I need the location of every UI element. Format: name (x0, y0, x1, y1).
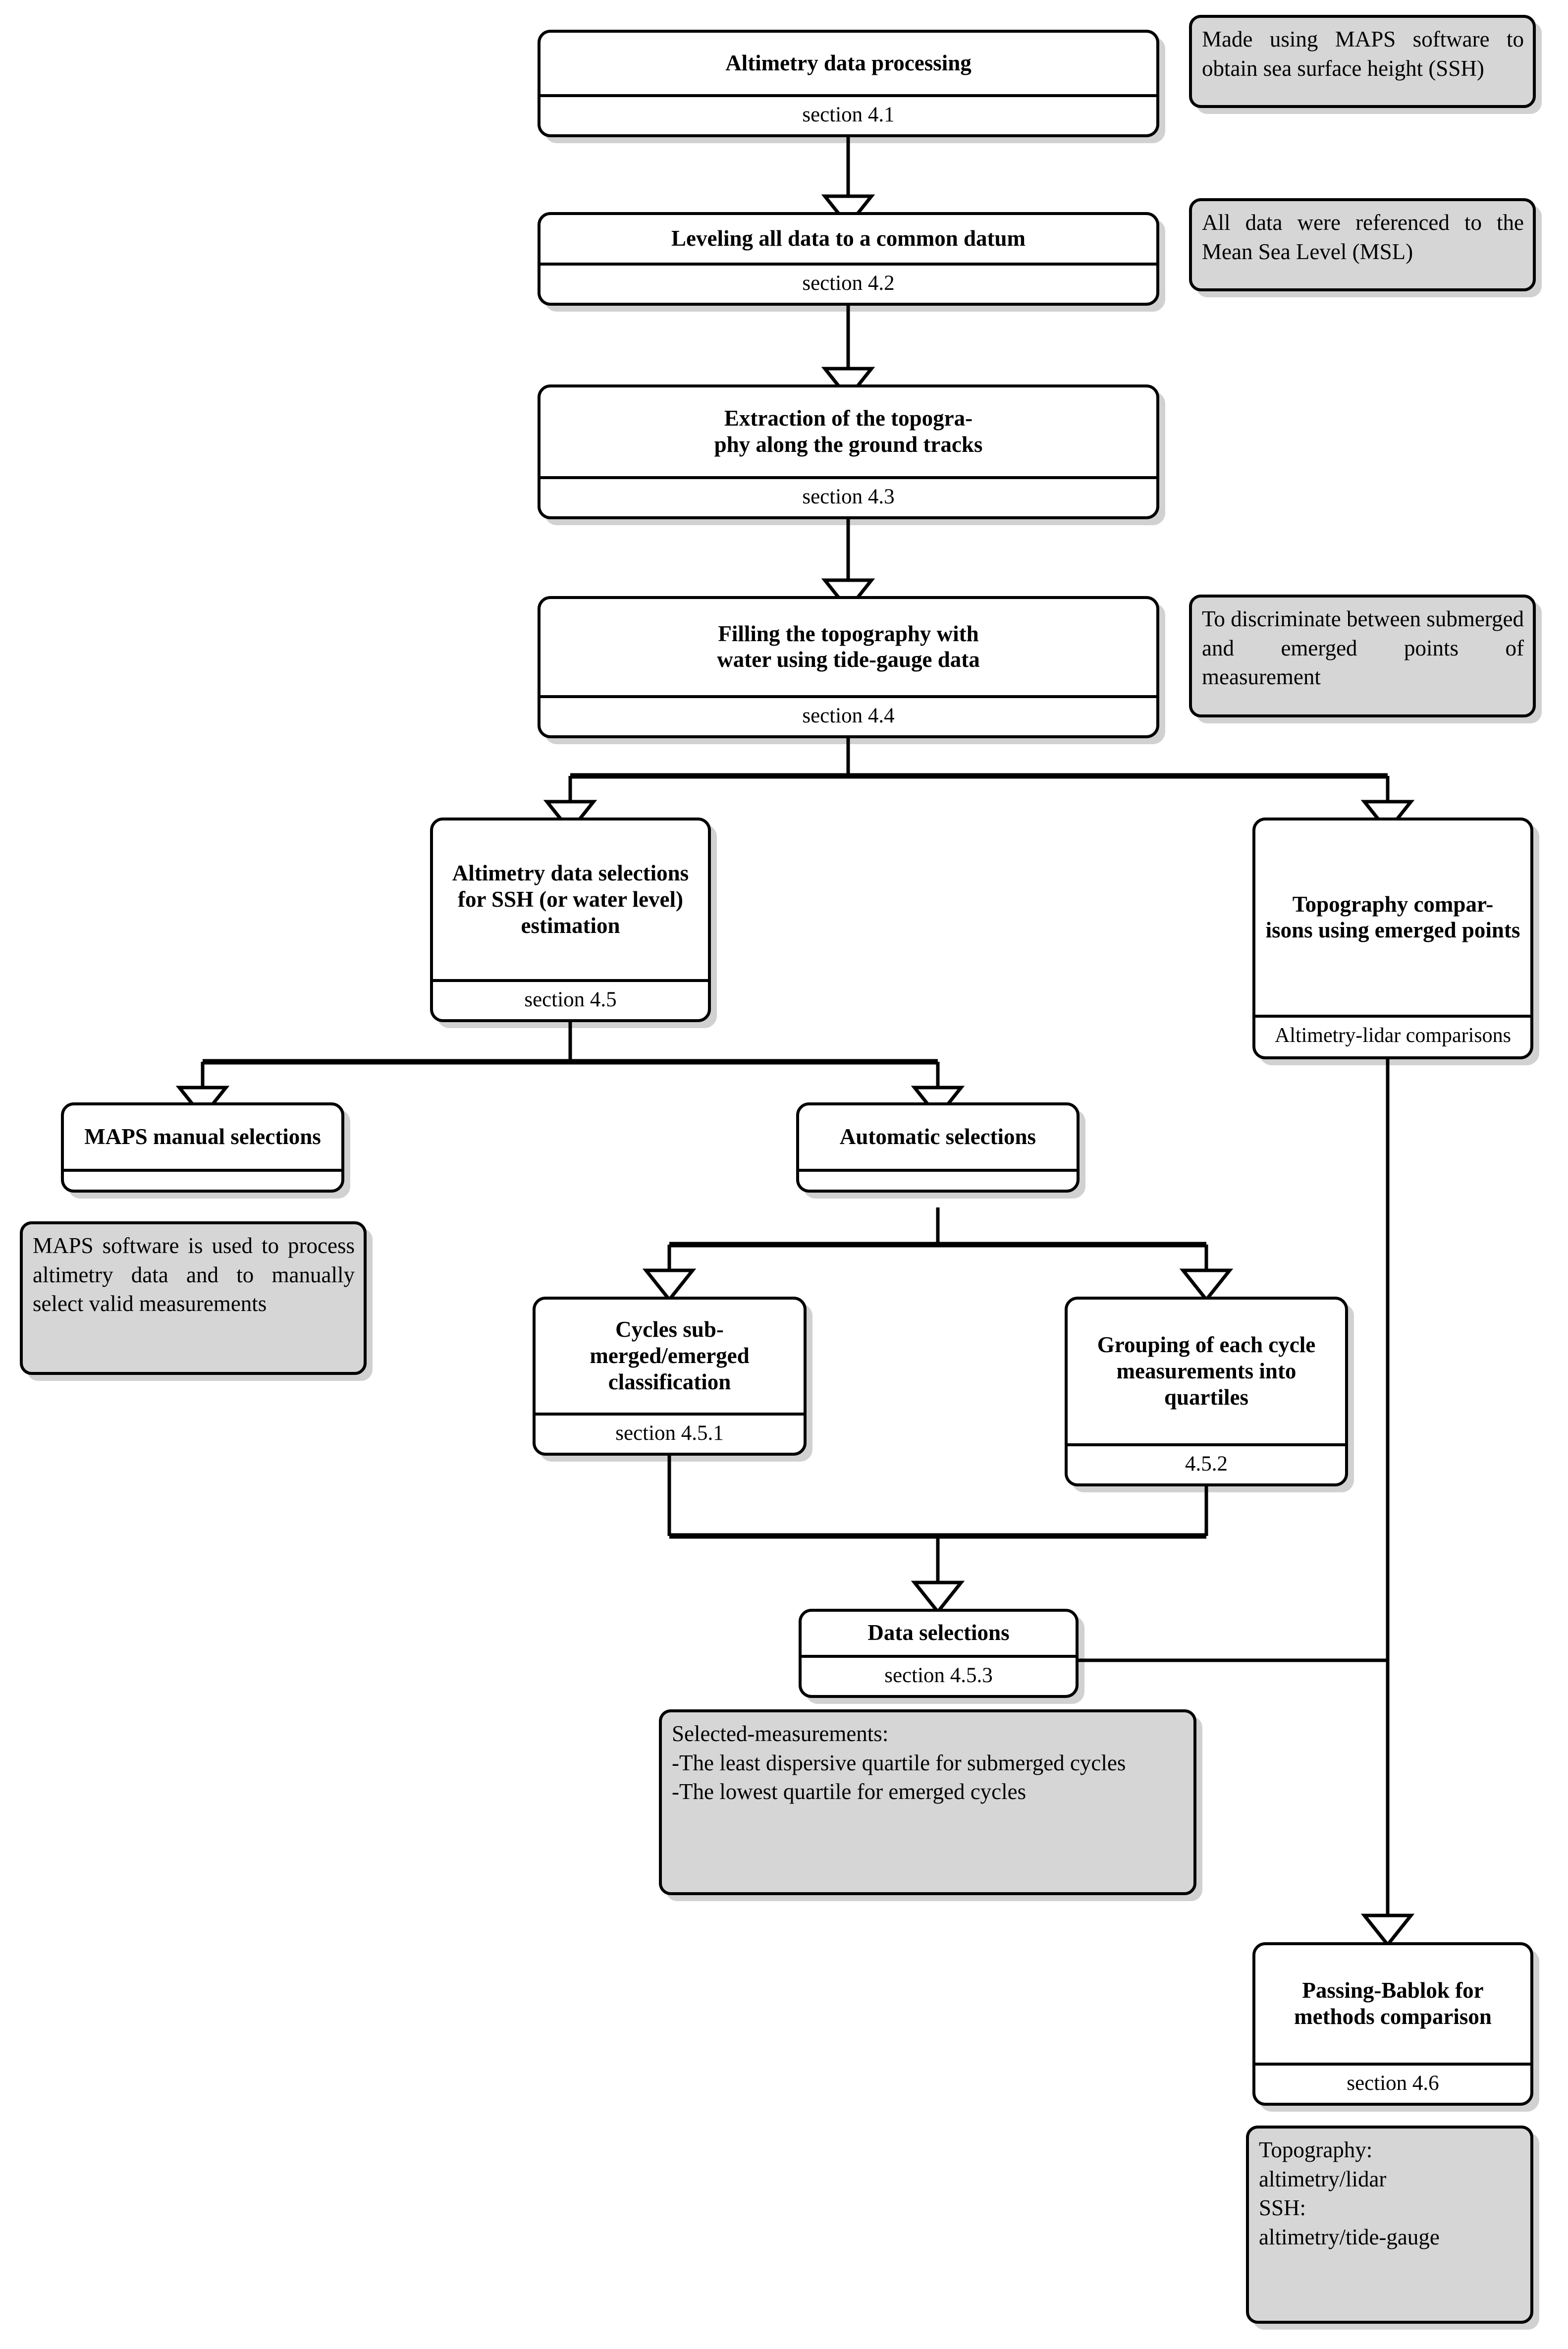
node-title: Altimetry data selections for SSH (or wa… (452, 861, 689, 938)
node-section: section 4.1 (802, 103, 895, 127)
note-line: Topography: (1259, 2137, 1373, 2162)
note-line: -The lowest quartile for emerged cycles (672, 1779, 1027, 1804)
node-divider (802, 1655, 1076, 1658)
node-title: Extraction of the topogra- phy along the… (714, 406, 983, 457)
node-section (799, 1172, 1077, 1190)
node-extraction-topography[interactable]: Extraction of the topogra- phy along the… (538, 384, 1159, 519)
note-line: altimetry/tide-gauge (1259, 2224, 1440, 2249)
node-title: Filling the topography with water using … (717, 621, 980, 672)
note-maps-software-ssh: Made using MAPS software to obtain sea s… (1189, 15, 1536, 108)
node-title: Topography compar- isons using emerged p… (1265, 891, 1520, 943)
node-divider (433, 979, 708, 983)
node-title: MAPS manual selections (84, 1124, 321, 1149)
node-divider (541, 94, 1156, 98)
note-maps-software-manual-select: MAPS software is used to process altimet… (20, 1221, 367, 1375)
node-cycles-classification[interactable]: Cycles sub- merged/emerged classificatio… (533, 1297, 807, 1456)
node-divider (64, 1169, 341, 1172)
note-msl-reference: All data were refer­enced to the Mean Se… (1189, 198, 1536, 291)
node-title: Leveling all data to a common datum (671, 225, 1026, 251)
node-section: section 4.5 (524, 988, 617, 1012)
note-line: SSH: (1259, 2195, 1306, 2220)
node-divider (1255, 1015, 1530, 1018)
node-data-selections[interactable]: Data selections section 4.5.3 (799, 1609, 1079, 1698)
note-selected-measurements: Selected-measurements: -The least disper… (659, 1709, 1196, 1895)
node-title: Data selections (867, 1620, 1010, 1645)
node-filling-topography-water[interactable]: Filling the topography with water using … (538, 596, 1159, 738)
note-line: Selected-measurements: (672, 1721, 889, 1746)
node-title: Passing-Bablok for methods comparison (1294, 1978, 1492, 2029)
node-title: Altimetry data processing (725, 50, 972, 75)
note-discriminate-submerged-emerged: To discriminate be­tween submerged and e… (1189, 595, 1536, 717)
note-line: altimetry/lidar (1259, 2166, 1387, 2191)
node-title: Grouping of each cycle measurements into… (1097, 1332, 1316, 1410)
node-section: section 4.4 (802, 704, 895, 728)
node-title: Cycles sub- merged/emerged classificatio… (590, 1317, 750, 1394)
node-divider (1255, 2063, 1530, 2066)
node-divider (541, 476, 1156, 480)
node-divider (541, 695, 1156, 699)
node-section: section 4.3 (802, 485, 895, 509)
arrowhead-n9 (642, 1268, 697, 1303)
node-passing-bablok[interactable]: Passing-Bablok for methods comparison se… (1252, 1942, 1533, 2106)
node-section: section 4.5.3 (884, 1664, 993, 1688)
node-section: section 4.6 (1347, 2072, 1439, 2095)
node-section: Altimetry-lidar comparisons (1274, 1024, 1512, 1047)
node-topography-comparisons[interactable]: Topography compar- isons using emerged p… (1252, 818, 1533, 1059)
node-section (64, 1172, 341, 1190)
node-altimetry-data-processing[interactable]: Altimetry data processing section 4.1 (538, 30, 1159, 137)
node-section: section 4.5.1 (615, 1421, 724, 1445)
arrowhead-n12 (1360, 1913, 1415, 1948)
node-divider (541, 263, 1156, 266)
node-divider (799, 1169, 1077, 1172)
node-section: section 4.2 (802, 272, 895, 295)
node-section: 4.5.2 (1185, 1452, 1228, 1476)
arrowhead-n11 (911, 1581, 965, 1615)
node-divider (1068, 1443, 1345, 1447)
node-altimetry-data-selections[interactable]: Altimetry data selections for SSH (or wa… (430, 818, 711, 1022)
node-grouping-quartiles[interactable]: Grouping of each cycle measurements into… (1065, 1297, 1348, 1486)
node-divider (536, 1413, 804, 1416)
note-line: -The least dispersive quartile for subme… (672, 1750, 1126, 1775)
node-automatic-selections[interactable]: Automatic selections (796, 1102, 1080, 1193)
node-leveling-common-datum[interactable]: Leveling all data to a common datum sect… (538, 212, 1159, 306)
arrowhead-n10 (1179, 1268, 1234, 1303)
node-title: Automatic selections (839, 1124, 1036, 1149)
node-maps-manual-selections[interactable]: MAPS manual selections (61, 1102, 344, 1193)
note-comparison-pairs: Topography: altimetry/lidar SSH: altimet… (1246, 2126, 1533, 2324)
